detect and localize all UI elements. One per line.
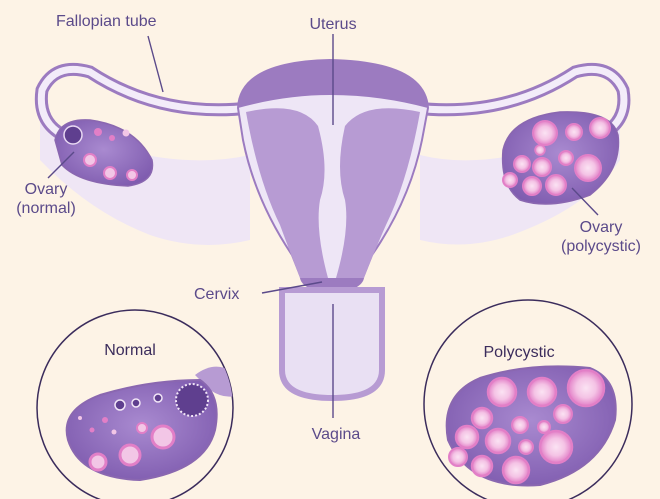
label-fallopian-tube: Fallopian tube [56, 13, 157, 30]
label-vagina: Vagina [312, 426, 361, 443]
normal-ovary-inset [37, 310, 238, 499]
label-ovary-poly-2: (polycystic) [561, 238, 641, 255]
label-polycystic-inset: Polycystic [483, 344, 554, 361]
label-ovary-normal-2: (normal) [16, 200, 76, 217]
ovary-polycystic-small [503, 112, 619, 204]
vagina-illustration [282, 290, 382, 398]
label-ovary-normal-1: Ovary [25, 181, 68, 198]
label-ovary-poly-1: Ovary [580, 219, 623, 236]
label-cervix: Cervix [194, 286, 239, 303]
leader-fallopian-tube [148, 36, 163, 92]
polycystic-ovary-inset [424, 300, 632, 499]
label-normal-inset: Normal [104, 342, 156, 359]
label-uterus: Uterus [309, 16, 356, 33]
